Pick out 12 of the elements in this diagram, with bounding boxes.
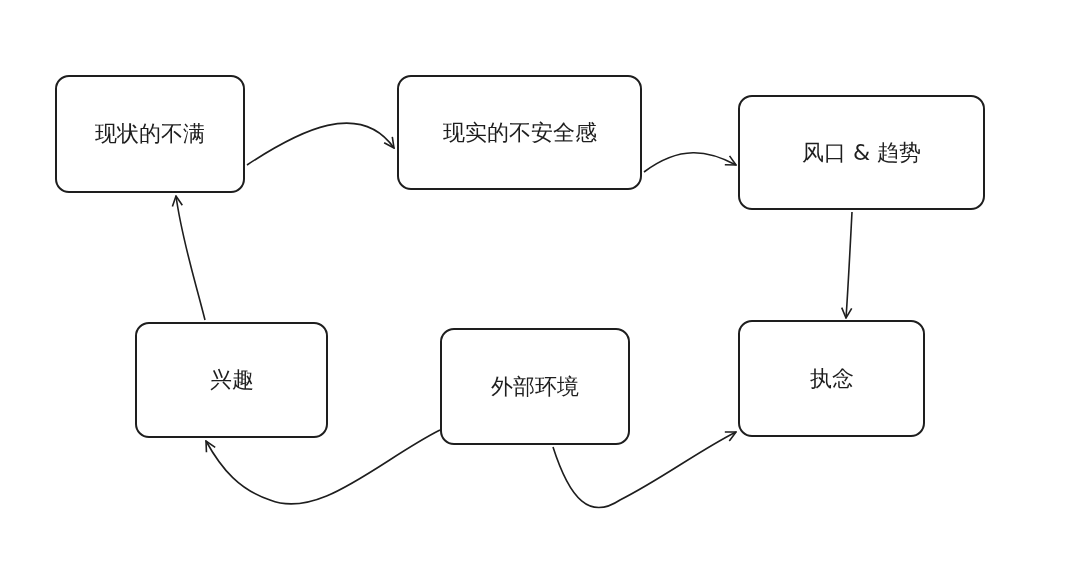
process-box: 兴趣	[135, 322, 328, 438]
arrow	[643, 151, 737, 173]
process-box: 现状的不满	[55, 75, 245, 193]
arrow	[171, 195, 206, 321]
arrow	[552, 431, 737, 509]
process-box: 外部环境	[440, 328, 630, 445]
arrow	[205, 429, 441, 505]
process-box: 执念	[738, 320, 925, 437]
process-box: 现实的不安全感	[397, 75, 642, 190]
arrow	[840, 211, 853, 319]
process-box: 风口 & 趋势	[738, 95, 985, 210]
arrow	[246, 122, 395, 166]
